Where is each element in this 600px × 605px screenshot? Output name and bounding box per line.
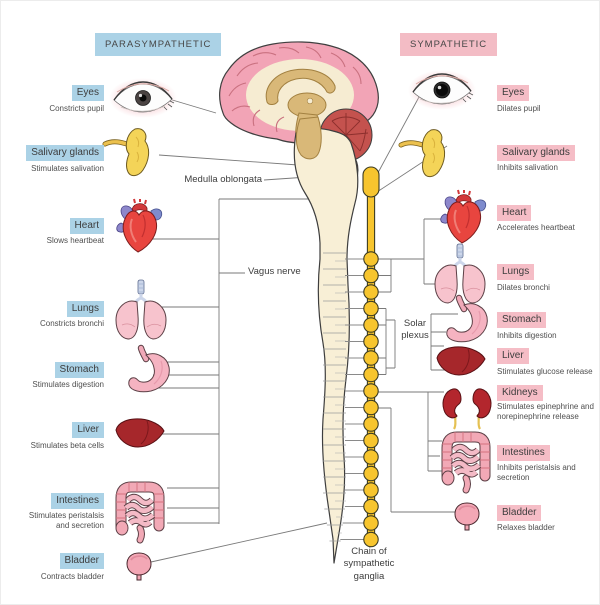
sympathetic-chain [362,166,380,548]
lungs-icon [433,242,487,305]
label-para-salivary: Salivary glands [26,145,104,161]
label-sym-heart: Heart [497,205,532,221]
caption-para-liver: Stimulates beta cells [30,441,104,450]
spinal-cord-segments [323,252,346,542]
intestines-icon [116,482,164,540]
stomach-icon [447,298,488,342]
caption-para-stomach: Stimulates digestion [32,380,104,389]
label-para-lungs: Lungs [66,301,104,317]
caption-para-lungs: Constricts bronchi [39,319,104,328]
label-sym-liver: Liver [497,348,529,364]
chain-of-sympathetic-ganglia-label: Chain of sympathetic ganglia [343,546,395,582]
sympathetic-header: SYMPATHETIC [400,33,498,56]
lungs-icon [114,278,168,341]
label-para-liver: Liver [72,422,104,438]
vagus-nerve-label: Vagus nerve [248,266,301,277]
brain-illustration [219,41,379,193]
caption-sym-liver: Stimulates glucose release [497,367,593,376]
label-para-bladder: Bladder [59,553,104,569]
caption-sym-salivary: Inhibits salivation [497,163,558,172]
bladder-icon [126,552,152,581]
kidneys-icon [441,387,493,431]
caption-para-bladder: Contracts bladder [40,572,104,581]
salivary-gland-icon [401,130,445,177]
medulla-oblongata-label: Medulla oblongata [184,174,262,185]
caption-para-eyes: Constricts pupil [49,104,104,113]
label-para-heart: Heart [69,218,104,234]
brain-sulci [228,46,362,136]
stomach-icon [129,348,170,392]
label-sym-bladder: Bladder [497,505,542,521]
label-sym-kidneys: Kidneys [497,385,543,401]
liver-icon [436,346,486,376]
sympathetic-ganglia-beads [363,251,379,548]
caption-sym-stomach: Inhibits digestion [497,331,557,340]
solar-plexus-label: Solar plexus [401,318,429,342]
heart-icon [115,198,163,253]
corpus-callosum [265,68,336,105]
heart-icon [439,189,487,244]
caption-sym-intestines: Inhibits peristalsis and secretion [497,463,576,482]
pons [295,116,322,160]
label-sym-lungs: Lungs [497,264,535,280]
caption-sym-kidneys: Stimulates epinephrine and norepinephrin… [497,402,594,421]
label-sym-stomach: Stomach [497,312,547,328]
parasympathetic-header: PARASYMPATHETIC [95,33,222,56]
caption-sym-bladder: Relaxes bladder [497,523,555,532]
bladder-icon [454,502,480,531]
caption-para-salivary: Stimulates salivation [31,164,104,173]
liver-icon [115,418,165,448]
intestines-icon [442,432,490,490]
label-sym-salivary: Salivary glands [497,145,575,161]
caption-sym-lungs: Dilates bronchi [497,283,550,292]
caption-para-intestines: Stimulates peristalsis and secretion [28,511,104,530]
label-sym-intestines: Intestines [497,445,550,461]
label-para-intestines: Intestines [51,493,104,509]
caption-para-heart: Slows heartbeat [46,236,104,245]
label-sym-eyes: Eyes [497,85,530,101]
caption-sym-eyes: Dilates pupil [497,104,541,113]
label-para-eyes: Eyes [71,85,104,101]
salivary-gland-icon [105,129,149,176]
label-para-stomach: Stomach [54,362,104,378]
spinal-cord [293,116,359,564]
spinal-nerve-rungs [340,258,364,540]
caption-sym-heart: Accelerates heartbeat [497,223,575,232]
